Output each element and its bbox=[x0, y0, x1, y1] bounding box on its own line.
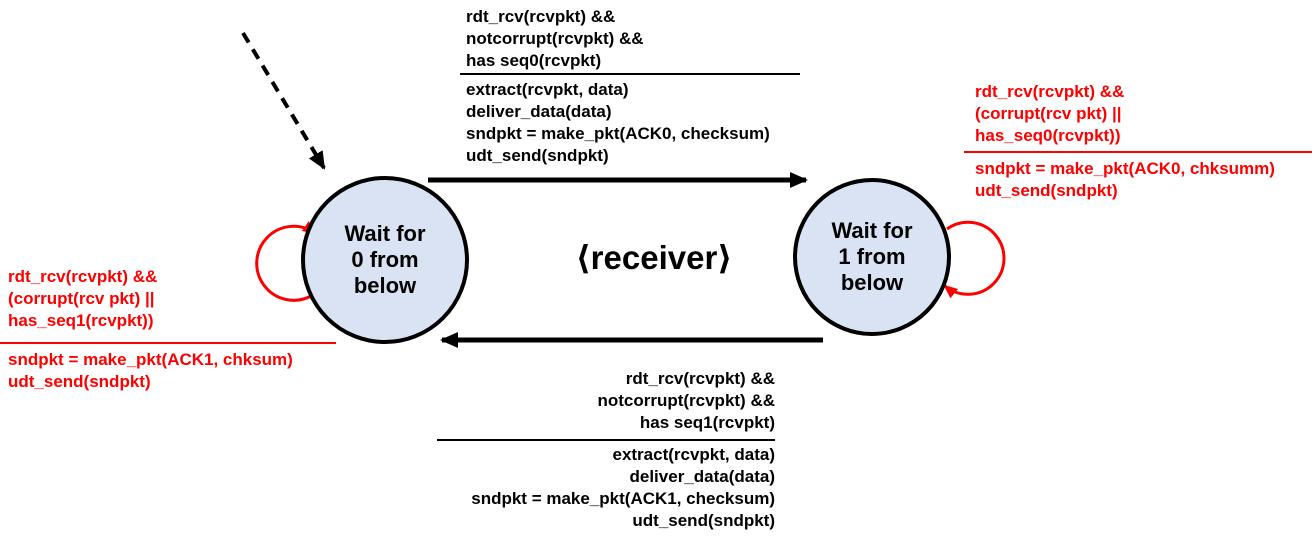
state-label-line: Wait for bbox=[344, 221, 426, 246]
transition-top-condition: rdt_rcv(rcvpkt) && notcorrupt(rcvpkt) &&… bbox=[466, 6, 644, 72]
transition-top-action: extract(rcvpkt, data) deliver_data(data)… bbox=[466, 79, 770, 167]
condition-line: notcorrupt(rcvpkt) && bbox=[466, 29, 644, 48]
condition-line: notcorrupt(rcvpkt) && bbox=[597, 391, 775, 410]
self-loop-right-action: sndpkt = make_pkt(ACK0, chksumm) udt_sen… bbox=[975, 158, 1275, 202]
receiver-caption: ⟨receiver⟩ bbox=[575, 239, 733, 276]
condition-line: (corrupt(rcv pkt) || bbox=[8, 289, 155, 308]
self-loop-arrow-right bbox=[943, 220, 1006, 299]
action-line: udt_send(sndpkt) bbox=[466, 146, 609, 165]
action-line: sndpkt = make_pkt(ACK1, chksum) bbox=[8, 350, 293, 369]
action-line: extract(rcvpkt, data) bbox=[466, 80, 629, 99]
state-label-line: 1 from bbox=[838, 244, 906, 269]
action-line: extract(rcvpkt, data) bbox=[612, 445, 775, 464]
transition-bottom-condition: rdt_rcv(rcvpkt) && notcorrupt(rcvpkt) &&… bbox=[597, 368, 775, 434]
self-loop-right-condition: rdt_rcv(rcvpkt) && (corrupt(rcv pkt) || … bbox=[975, 81, 1124, 147]
action-line: udt_send(sndpkt) bbox=[632, 511, 775, 530]
initial-state-arrow bbox=[241, 31, 326, 170]
condition-line: has seq0(rcvpkt) bbox=[466, 51, 602, 70]
state-label-line: below bbox=[840, 270, 904, 295]
condition-action-divider bbox=[460, 73, 800, 75]
condition-line: (corrupt(rcv pkt) || bbox=[975, 104, 1122, 123]
state-wait-for-1-from-below: Wait for 1 from below bbox=[793, 178, 951, 336]
condition-line: rdt_rcv(rcvpkt) && bbox=[466, 7, 616, 26]
action-line: deliver_data(data) bbox=[629, 467, 776, 486]
transition-bottom-action: extract(rcvpkt, data) deliver_data(data)… bbox=[471, 444, 775, 532]
condition-line: rdt_rcv(rcvpkt) && bbox=[625, 369, 775, 388]
state-label-line: Wait for bbox=[831, 218, 913, 243]
action-line: sndpkt = make_pkt(ACK0, chksumm) bbox=[975, 159, 1275, 178]
condition-action-divider bbox=[0, 342, 336, 344]
condition-line: has_seq1(rcvpkt)) bbox=[8, 311, 154, 330]
action-line: deliver_data(data) bbox=[466, 102, 612, 121]
action-line: udt_send(sndpkt) bbox=[975, 181, 1118, 200]
condition-action-divider bbox=[437, 439, 775, 441]
action-line: udt_send(sndpkt) bbox=[8, 372, 151, 391]
state-label-line: 0 from bbox=[351, 247, 419, 272]
condition-line: has_seq0(rcvpkt)) bbox=[975, 126, 1121, 145]
condition-line: has seq1(rcvpkt) bbox=[639, 413, 775, 432]
condition-action-divider bbox=[964, 151, 1312, 153]
self-loop-left-action: sndpkt = make_pkt(ACK1, chksum) udt_send… bbox=[8, 349, 293, 393]
condition-line: rdt_rcv(rcvpkt) && bbox=[8, 267, 158, 286]
action-line: sndpkt = make_pkt(ACK0, checksum) bbox=[466, 124, 770, 143]
condition-line: rdt_rcv(rcvpkt) && bbox=[975, 82, 1125, 101]
action-line: sndpkt = make_pkt(ACK1, checksum) bbox=[471, 489, 775, 508]
state-wait-for-0-from-below: Wait for 0 from below bbox=[301, 176, 469, 344]
state-label-line: below bbox=[353, 273, 417, 298]
self-loop-left-condition: rdt_rcv(rcvpkt) && (corrupt(rcv pkt) || … bbox=[8, 266, 157, 332]
